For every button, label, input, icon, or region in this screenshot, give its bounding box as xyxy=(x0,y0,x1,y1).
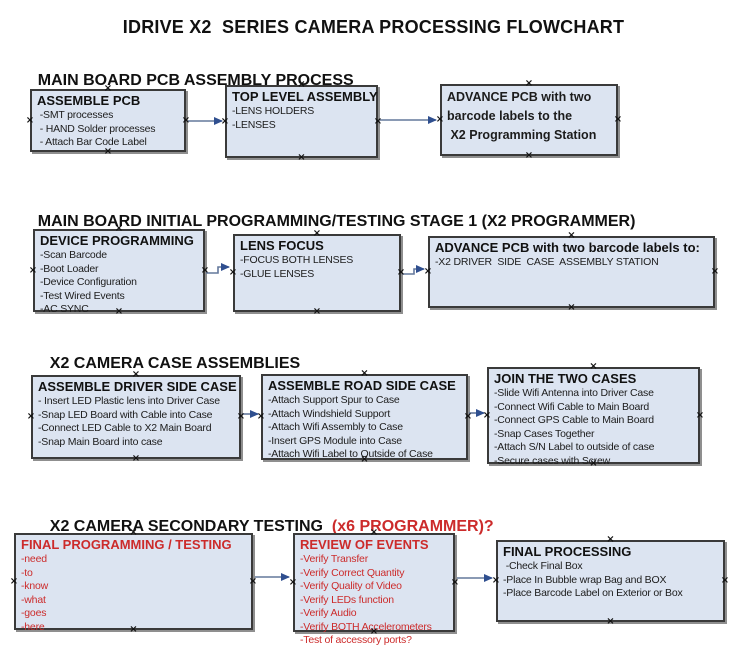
box-title: DEVICE PROGRAMMING xyxy=(40,233,194,248)
box-lines: -need-to-know-what-goes-here xyxy=(21,553,246,634)
section-heading-case-assemblies: X2 CAMERA CASE ASSEMBLIES xyxy=(32,337,300,391)
box-line: -LENS HOLDERS xyxy=(232,105,315,117)
box-title: FINAL PROCESSING xyxy=(503,544,632,559)
box-line: -Verify Correct Quantity xyxy=(300,566,405,579)
box-line: -FOCUS BOTH LENSES xyxy=(240,254,354,266)
flow-box-top-level-assembly: TOP LEVEL ASSEMBLY -LENS HOLDERS-LENSES xyxy=(225,85,378,158)
box-lines: -SMT processes - HAND Solder processes -… xyxy=(37,109,179,150)
section-heading-text: X2 CAMERA CASE ASSEMBLIES xyxy=(49,355,301,372)
box-line: -what xyxy=(21,593,46,606)
arrow-deviceprog-to-lensfocus xyxy=(206,263,230,274)
box-line: -GLUE LENSES xyxy=(240,267,315,280)
box-line: X2 Programming Station xyxy=(447,128,597,142)
flow-box-lens-focus: LENS FOCUS -FOCUS BOTH LENSES-GLUE LENSE… xyxy=(233,234,401,312)
page-title: IDRIVE X2 SERIES CAMERA PROCESSING FLOWC… xyxy=(122,17,625,37)
box-lines: -Slide Wifi Antenna into Driver Case-Con… xyxy=(494,387,693,468)
box-title: TOP LEVEL ASSEMBLY xyxy=(232,89,378,104)
flow-box-final-programming-testing: FINAL PROGRAMMING / TESTING -need-to-kno… xyxy=(14,533,253,633)
box-line: - Attach Bar Code Label xyxy=(37,136,147,148)
box-line: -Attach Support Spur to Case xyxy=(268,394,400,406)
box-line: -Test of accessory ports? xyxy=(300,634,412,646)
section-heading-text: X2 CAMERA SECONDARY TESTING xyxy=(49,518,332,535)
box-line: -Secure cases with Screw xyxy=(494,454,610,467)
box-line: -Connect Wifi Cable to Main Board xyxy=(494,400,650,413)
box-line: -Verify Quality of Video xyxy=(300,580,402,592)
flow-box-device-programming: DEVICE PROGRAMMING -Scan Barcode-Boot Lo… xyxy=(33,229,205,315)
box-line: - HAND Solder processes xyxy=(37,122,156,135)
box-title: ASSEMBLE ROAD SIDE CASE xyxy=(268,378,456,393)
box-line: - Insert LED Plastic lens into Driver Ca… xyxy=(38,395,220,407)
section-heading-text: MAIN BOARD PCB ASSEMBLY PROCESS xyxy=(37,72,354,89)
box-lines: -Check Final Box-Place In Bubble wrap Ba… xyxy=(503,560,718,601)
box-line: -Attach S/N Label to outside of case xyxy=(494,441,655,453)
box-line: -Check Final Box xyxy=(503,560,583,572)
flow-box-review-of-events: REVIEW OF EVENTS -Verify Transfer-Verify… xyxy=(293,533,455,646)
box-title: LENS FOCUS xyxy=(240,238,324,253)
box-line: -Verify LEDs function xyxy=(300,593,394,606)
box-line: -Attach Wifi Label to Outside of Case xyxy=(268,448,433,460)
box-line: -X2 DRIVER SIDE CASE ASSEMBLY STATION xyxy=(435,256,659,268)
box-line: -Snap Main Board into case xyxy=(38,435,163,448)
box-line: -Verify Transfer xyxy=(300,553,368,565)
box-line: -Attach Wifi Assembly to Case xyxy=(268,421,403,433)
box-line: -Snap Cases Together xyxy=(494,427,595,440)
box-lines: -Scan Barcode-Boot Loader-Device Configu… xyxy=(40,249,198,317)
box-lines: -LENS HOLDERS-LENSES xyxy=(232,105,371,132)
box-line: -goes xyxy=(21,607,47,619)
box-line: -to xyxy=(21,566,33,579)
box-line: -here xyxy=(21,620,45,633)
box-line: -Device Configuration xyxy=(40,276,137,288)
box-lines: ADVANCE PCB with two barcode labels to th… xyxy=(447,88,611,145)
box-line: -Test Wired Events xyxy=(40,289,125,302)
box-lines: -FOCUS BOTH LENSES-GLUE LENSES xyxy=(240,254,394,281)
flow-box-assemble-driver-side-case: ASSEMBLE DRIVER SIDE CASE - Insert LED P… xyxy=(31,375,241,459)
box-line: -AC SYNC xyxy=(40,303,89,315)
box-line: -know xyxy=(21,580,49,592)
box-line: -Insert GPS Module into Case xyxy=(268,434,402,447)
box-title: ADVANCE PCB with two barcode labels to: xyxy=(435,240,700,255)
section-heading-secondary-testing: X2 CAMERA SECONDARY TESTING (x6 PROGRAMM… xyxy=(32,500,494,554)
flow-box-join-the-two-cases: JOIN THE TWO CASES -Slide Wifi Antenna i… xyxy=(487,367,700,467)
flow-box-final-processing: FINAL PROCESSING -Check Final Box-Place … xyxy=(496,540,725,622)
box-title: FINAL PROGRAMMING / TESTING xyxy=(21,537,232,552)
box-line: ADVANCE PCB with two xyxy=(447,90,592,104)
section-heading-pcb-assembly: MAIN BOARD PCB ASSEMBLY PROCESS xyxy=(20,54,354,108)
box-line: -LENSES xyxy=(232,118,276,131)
box-lines: -Verify Transfer-Verify Correct Quantity… xyxy=(300,553,448,648)
box-line: -need xyxy=(21,553,47,565)
box-line: -Boot Loader xyxy=(40,262,99,275)
box-line: -Scan Barcode xyxy=(40,249,107,261)
box-line: -Slide Wifi Antenna into Driver Case xyxy=(494,387,654,399)
box-lines: - Insert LED Plastic lens into Driver Ca… xyxy=(38,395,234,449)
box-line: -Snap LED Board with Cable into Case xyxy=(38,408,213,421)
flow-box-assemble-pcb: ASSEMBLE PCB -SMT processes - HAND Solde… xyxy=(30,89,186,152)
section-heading-text: MAIN BOARD INITIAL PROGRAMMING/TESTING S… xyxy=(37,213,636,230)
box-line: -Connect LED Cable to X2 Main Board xyxy=(38,422,212,434)
box-title: JOIN THE TWO CASES xyxy=(494,371,637,386)
box-title: ASSEMBLE DRIVER SIDE CASE xyxy=(38,379,237,394)
section-heading-red-text: (x6 PROGRAMMER)? xyxy=(331,518,494,535)
box-line: barcode labels to the xyxy=(447,109,573,123)
flow-box-advance-pcb-programming-station: ADVANCE PCB with two barcode labels to th… xyxy=(440,84,618,156)
box-lines: -X2 DRIVER SIDE CASE ASSEMBLY STATION xyxy=(435,256,708,270)
box-line: -Place In Bubble wrap Bag and BOX xyxy=(503,573,667,586)
box-line: -Attach Windshield Support xyxy=(268,407,391,420)
box-line: -Connect GPS Cable to Main Board xyxy=(494,414,654,426)
box-line: -SMT processes xyxy=(37,109,114,121)
box-line: -Verify Audio xyxy=(300,607,357,619)
box-line: -Place Barcode Label on Exterior or Box xyxy=(503,587,683,599)
arrow-lensfocus-to-advance xyxy=(402,265,425,275)
box-title: REVIEW OF EVENTS xyxy=(300,537,429,552)
box-title: ASSEMBLE PCB xyxy=(37,93,141,108)
flow-box-advance-pcb-driver-side: ADVANCE PCB with two barcode labels to: … xyxy=(428,236,715,308)
flow-box-assemble-road-side-case: ASSEMBLE ROAD SIDE CASE -Attach Support … xyxy=(261,374,468,460)
box-line: -Verify BOTH Accelerometers xyxy=(300,620,432,633)
section-heading-initial-programming: MAIN BOARD INITIAL PROGRAMMING/TESTING S… xyxy=(20,195,636,249)
box-lines: -Attach Support Spur to Case-Attach Wind… xyxy=(268,394,461,462)
